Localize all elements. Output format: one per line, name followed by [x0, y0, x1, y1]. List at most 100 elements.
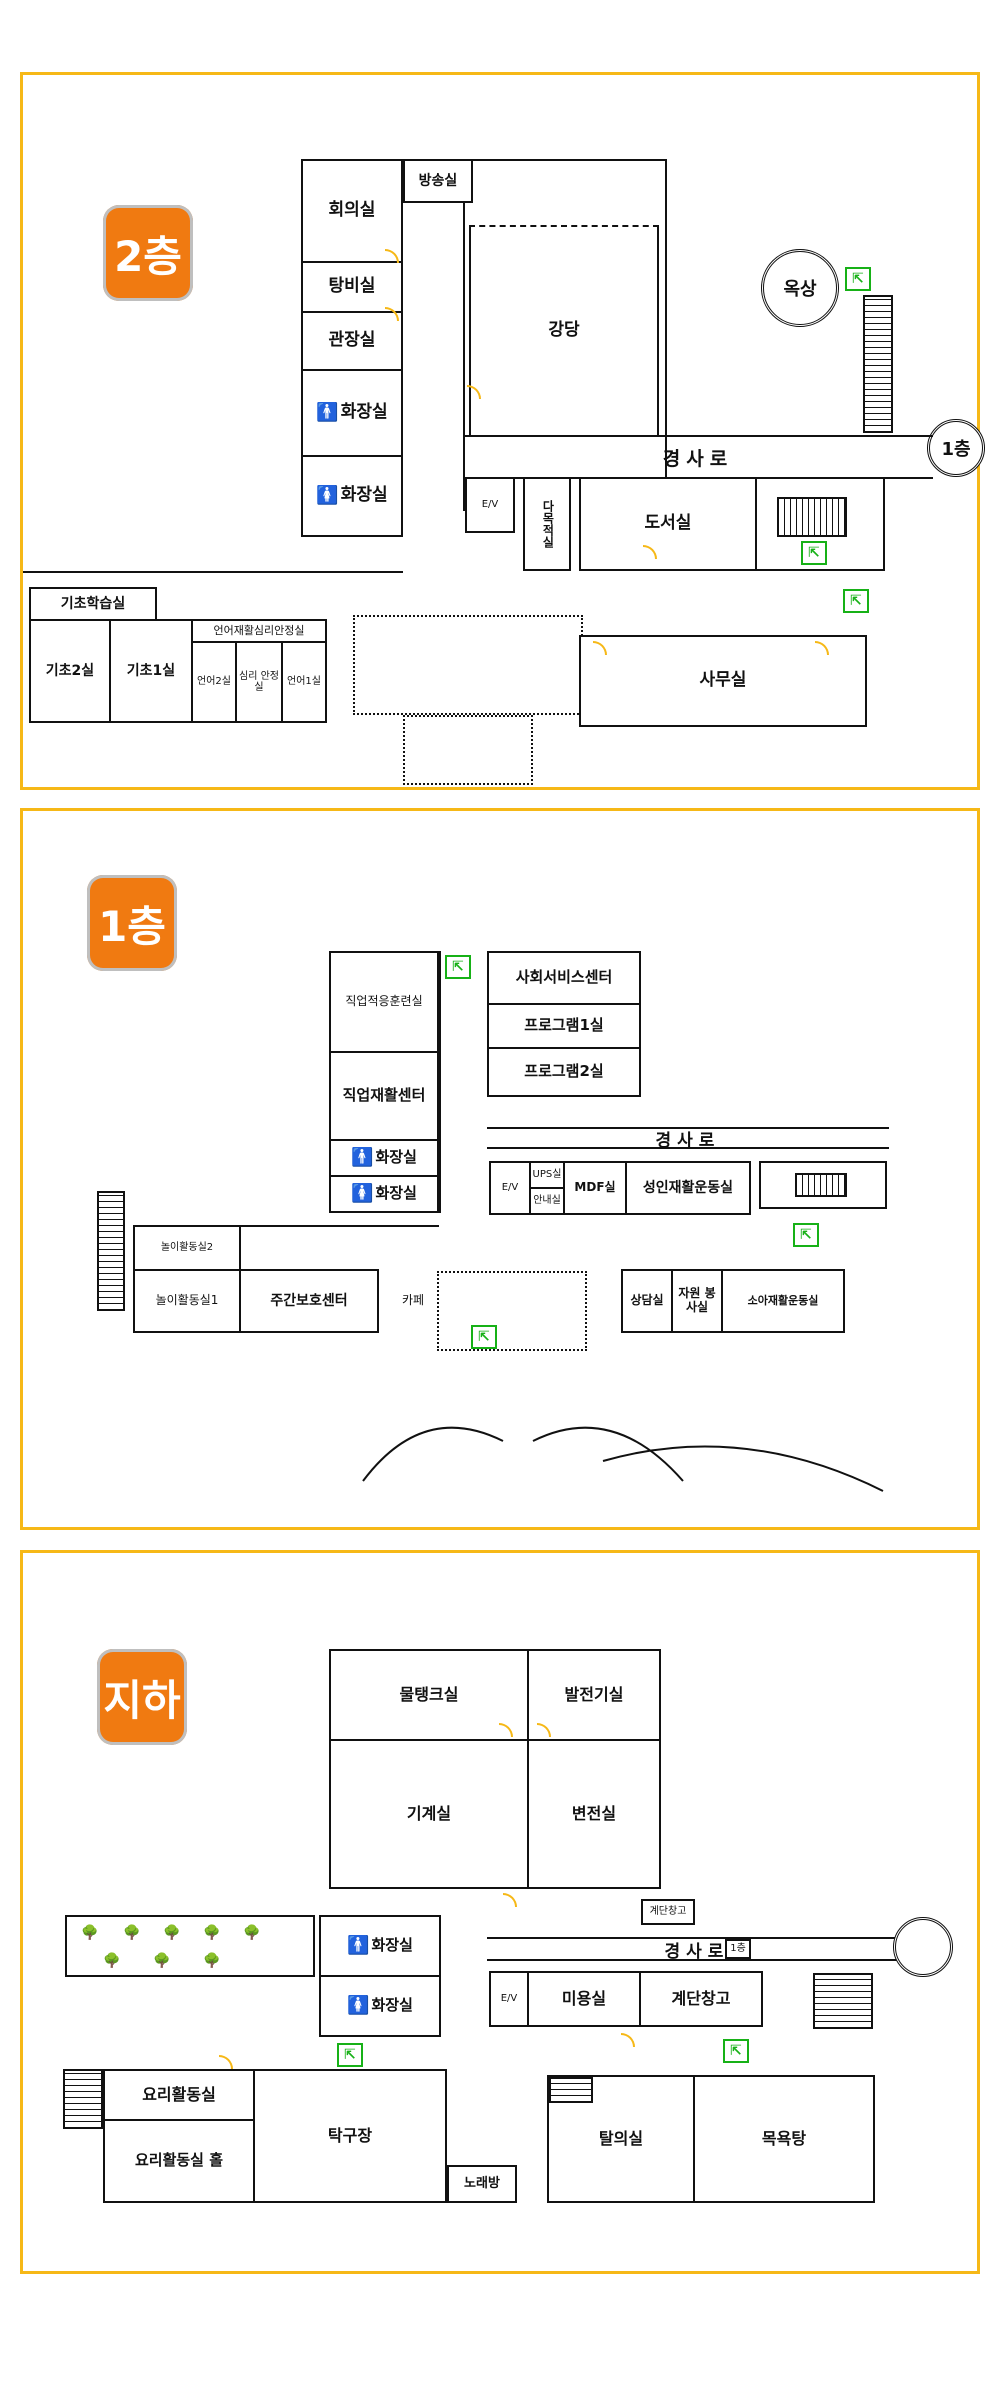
room-restroom-female-b1: 🚺화장실 [319, 1975, 441, 2037]
corridor-2f: 경사로 [463, 435, 933, 479]
stairs-locker [549, 2077, 593, 2103]
tree-icon: 🌳 [103, 1953, 121, 1969]
entrance-canopy [353, 615, 583, 715]
room-adult-gym: 성인재활운동실 [625, 1161, 751, 1215]
wall-left-wing [23, 571, 403, 573]
tree-icon: 🌳 [243, 1925, 261, 1941]
room-basic-learning: 기초학습실 [29, 587, 157, 621]
elevator-1f: E/V [489, 1161, 531, 1215]
room-bath: 목욕탕 [693, 2075, 875, 2203]
room-broadcast: 방송실 [403, 159, 473, 203]
room-generator: 발전기실 [527, 1649, 661, 1741]
door-icon [219, 2055, 233, 2069]
room-library: 도서실 [579, 477, 757, 571]
exit-sign-icon: ⇱ [337, 2043, 363, 2067]
door-icon [621, 2033, 635, 2047]
room-basic2: 기초2실 [29, 619, 111, 723]
room-child-gym: 소아재활운동실 [721, 1269, 845, 1333]
exit-sign-icon: ⇱ [793, 1223, 819, 1247]
room-karaoke: 노래방 [447, 2165, 517, 2203]
to-floor-1: 1층 [927, 419, 985, 477]
room-daycare: 주간보호센터 [239, 1269, 379, 1333]
floor-1-panel: 1층 직업적응훈련실 직업재활센터 🚹화장실 🚺화장실 ⇱ 사회서비스센터 프로… [20, 808, 980, 1530]
wall-1f-left [239, 1225, 439, 1227]
tree-icon: 🌳 [123, 1925, 141, 1941]
room-tangbi: 탕비실 [301, 261, 403, 313]
room-job-rehab: 직업재활센터 [329, 1051, 439, 1141]
male-restroom-icon: 🚹 [347, 1934, 370, 1956]
room-volunteer: 자원 봉사실 [671, 1269, 723, 1333]
stairs-core [777, 497, 847, 537]
exit-sign-icon: ⇱ [723, 2039, 749, 2063]
room-director: 관장실 [301, 311, 403, 371]
room-auditorium: 강당 [469, 225, 659, 437]
tree-icon: 🌳 [203, 1925, 221, 1941]
entrance-path [403, 715, 533, 785]
exit-sign-icon: ⇱ [843, 589, 869, 613]
room-restroom-male-b1: 🚹화장실 [319, 1915, 441, 1977]
room-play1: 놀이활동실1 [133, 1269, 241, 1333]
exit-sign-icon: ⇱ [845, 267, 871, 291]
corridor-b1: 경사로 [487, 1937, 907, 1962]
room-basic1: 기초1실 [109, 619, 193, 723]
male-restroom-icon: 🚹 [351, 1146, 374, 1168]
tree-icon: 🌳 [163, 1925, 181, 1941]
to-floor-1-b1: 1층 [725, 1939, 751, 1959]
entrance-1f [362, 1426, 884, 1492]
wall-right-top [665, 159, 667, 509]
floor-badge-2: 2층 [103, 205, 193, 301]
room-ups: UPS실 [529, 1161, 565, 1189]
tree-icon: 🌳 [203, 1953, 221, 1969]
rooftop: 옥상 [761, 249, 839, 327]
corridor-1f: 경사로 [487, 1127, 889, 1151]
room-info: 안내실 [529, 1187, 565, 1215]
room-stair-storage-small: 계단창고 [641, 1899, 695, 1925]
floor-b1-panel: 지하 물탱크실 발전기실 기계실 변전실 계단창고 🌳 🌳 🌳 🌳 🌳 🌳 🌳 … [20, 1550, 980, 2274]
stairs-b1-right [813, 1973, 873, 2029]
room-lang1: 언어1실 [281, 641, 327, 723]
room-lang2: 언어2실 [191, 641, 237, 723]
exit-sign-icon: ⇱ [471, 1325, 497, 1349]
stair-core-2f: ⇱ [755, 477, 885, 571]
room-psych: 심리 안정실 [235, 641, 283, 723]
room-stair-storage: 계단창고 [639, 1971, 763, 2027]
elevator-b1: E/V [489, 1971, 529, 2027]
female-restroom-icon: 🚺 [316, 484, 339, 506]
room-restroom-female-2f: 🚺화장실 [301, 455, 403, 537]
female-restroom-icon: 🚺 [347, 1994, 370, 2016]
floor-2-panel: 2층 회의실 탕비실 관장실 🚹화장실 🚺화장실 방송실 강당 옥상 ⇱ 1층 … [20, 72, 985, 790]
room-play2: 놀이활동실2 [133, 1225, 241, 1271]
male-restroom-icon: 🚹 [316, 401, 339, 423]
floor-badge-1: 1층 [87, 875, 177, 971]
room-restroom-male-1f: 🚹화장실 [329, 1139, 439, 1177]
lobby [437, 1271, 587, 1351]
wall-1f-hall [439, 951, 441, 1213]
room-meeting: 회의실 [301, 159, 403, 263]
garden [65, 1915, 315, 1977]
room-multipurpose: 다목적실 [523, 477, 571, 571]
door-icon [503, 1893, 517, 1907]
stairs-1f-left [97, 1191, 125, 1311]
room-social: 사회서비스센터 [487, 951, 641, 1005]
exit-sign-icon: ⇱ [445, 955, 471, 979]
stair-core-1f [759, 1161, 887, 1209]
exit-sign-icon: ⇱ [801, 541, 827, 565]
female-restroom-icon: 🚺 [351, 1182, 374, 1204]
stairs-core [795, 1173, 847, 1197]
ramp-turn-b1 [893, 1917, 953, 1977]
room-lang-psych: 언어재활심리안정실 [191, 619, 327, 643]
room-restroom-female-1f: 🚺화장실 [329, 1175, 439, 1213]
room-water-tank: 물탱크실 [329, 1649, 529, 1741]
room-cooking: 요리활동실 [103, 2069, 255, 2121]
wall-top [471, 159, 667, 161]
room-machine: 기계실 [329, 1739, 529, 1889]
room-substation: 변전실 [527, 1739, 661, 1889]
room-counsel: 상담실 [621, 1269, 673, 1333]
room-restroom-male-2f: 🚹화장실 [301, 369, 403, 457]
floor-badge-b1: 지하 [97, 1649, 187, 1745]
room-pingpong: 탁구장 [253, 2069, 447, 2203]
stairs-2f-right [863, 295, 893, 433]
room-program2: 프로그램2실 [487, 1047, 641, 1097]
wall-left-corridor [463, 201, 465, 511]
room-cafe: 카페 [385, 1269, 441, 1333]
